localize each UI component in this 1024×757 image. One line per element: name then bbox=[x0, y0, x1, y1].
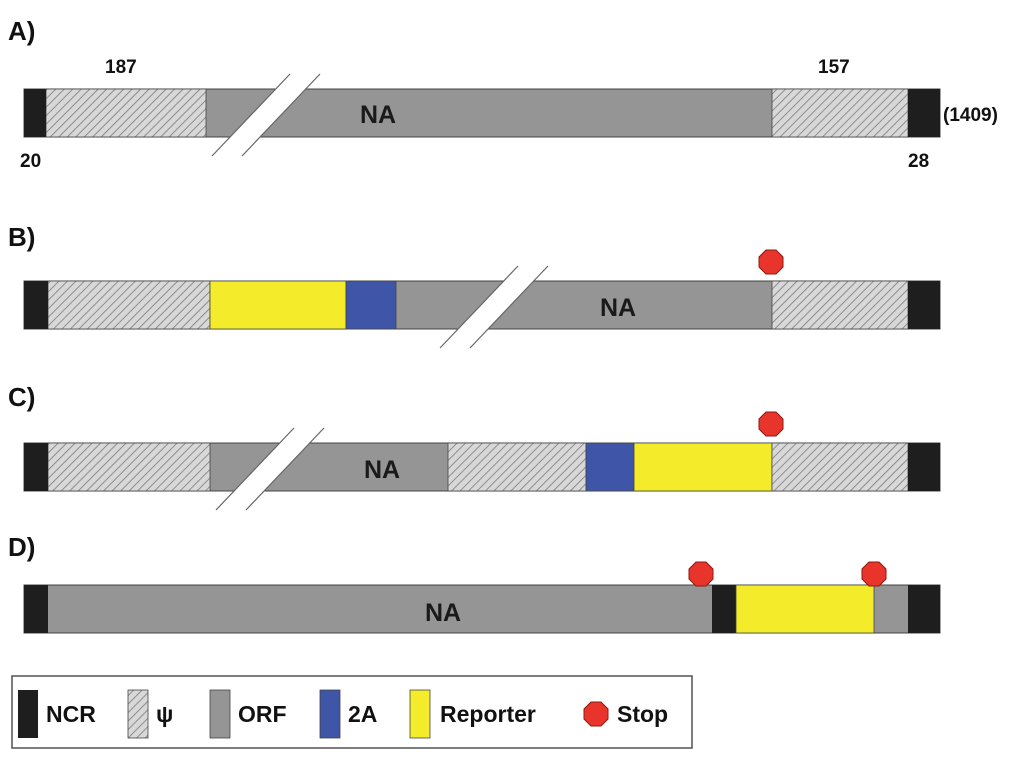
panel-c-psi-segment-middle bbox=[447, 442, 587, 492]
panel-c-2a-segment bbox=[585, 442, 635, 492]
panel-b-label: B) bbox=[8, 222, 35, 252]
legend: NCR ψ ORF 2A Reporter Stop bbox=[11, 675, 693, 749]
panel-d-label: D) bbox=[8, 532, 35, 562]
panel-b-break-mark bbox=[439, 265, 549, 349]
panel-c: C) NA bbox=[8, 382, 941, 511]
panel-a-psi-segment-right bbox=[771, 88, 909, 138]
legend-2a-label: 2A bbox=[348, 701, 377, 727]
panel-d-na-label: NA bbox=[425, 599, 461, 627]
panel-b-reporter-segment bbox=[209, 280, 347, 330]
panel-a-number-end: (1409) bbox=[943, 105, 998, 126]
panel-d-ncr-segment-middle bbox=[712, 585, 736, 633]
panel-b-psi-segment-right bbox=[771, 280, 909, 330]
panel-c-psi-segment-left bbox=[47, 442, 211, 492]
panel-b-na-label: NA bbox=[600, 294, 636, 322]
panel-c-stop-icon bbox=[758, 411, 784, 437]
panel-c-ncr-segment-right bbox=[908, 443, 940, 491]
panel-c-ncr-segment-left bbox=[24, 443, 48, 491]
panel-a-number-top-left: 187 bbox=[105, 57, 137, 78]
panel-c-na-label: NA bbox=[364, 456, 400, 484]
legend-reporter-swatch bbox=[409, 689, 431, 739]
panel-b-ncr-segment-right bbox=[908, 281, 940, 329]
panel-a-na-label: NA bbox=[360, 101, 396, 129]
panel-a-number-top-right: 157 bbox=[818, 57, 850, 78]
panel-b-stop-icon bbox=[758, 249, 784, 275]
legend-psi-label: ψ bbox=[156, 701, 173, 727]
legend-orf-swatch bbox=[209, 689, 231, 739]
legend-psi-swatch bbox=[127, 689, 149, 739]
panel-b-psi-segment-left bbox=[47, 280, 211, 330]
panel-b: B) NA bbox=[8, 222, 941, 349]
panel-c-reporter-segment bbox=[633, 442, 773, 492]
legend-ncr-swatch bbox=[18, 690, 38, 738]
panel-a-number-bottom-right: 28 bbox=[908, 151, 929, 172]
legend-reporter-label: Reporter bbox=[440, 701, 536, 727]
panel-a-ncr-segment-left bbox=[24, 89, 46, 137]
panel-b-2a-segment bbox=[345, 280, 397, 330]
legend-ncr-label: NCR bbox=[46, 701, 96, 727]
panel-c-label: C) bbox=[8, 382, 35, 412]
legend-stop-label: Stop bbox=[617, 701, 668, 727]
panel-d-stop-icon-first bbox=[688, 561, 714, 587]
panel-c-break-mark bbox=[215, 427, 325, 511]
panel-d-ncr-segment-right bbox=[908, 585, 940, 633]
panel-a-label: A) bbox=[8, 16, 35, 46]
panel-c-psi-segment-right bbox=[771, 442, 909, 492]
legend-orf-label: ORF bbox=[238, 701, 287, 727]
panel-d-reporter-segment bbox=[735, 584, 875, 634]
legend-2a-swatch bbox=[319, 689, 341, 739]
panel-a-number-bottom-left: 20 bbox=[20, 151, 41, 172]
panel-b-ncr-segment-left bbox=[24, 281, 48, 329]
panel-a-psi-segment-left bbox=[45, 88, 207, 138]
panel-a-ncr-segment-right bbox=[908, 89, 940, 137]
legend-box bbox=[11, 675, 693, 749]
panel-d-stop-icon-second bbox=[861, 561, 887, 587]
legend-stop-octagon-icon bbox=[583, 701, 609, 727]
panel-a: A) 187 157 NA (1409) 20 28 bbox=[8, 16, 998, 172]
panel-a-break-mark bbox=[211, 73, 321, 157]
panel-d-ncr-segment-left bbox=[24, 585, 48, 633]
panel-d: D) NA bbox=[8, 532, 941, 634]
